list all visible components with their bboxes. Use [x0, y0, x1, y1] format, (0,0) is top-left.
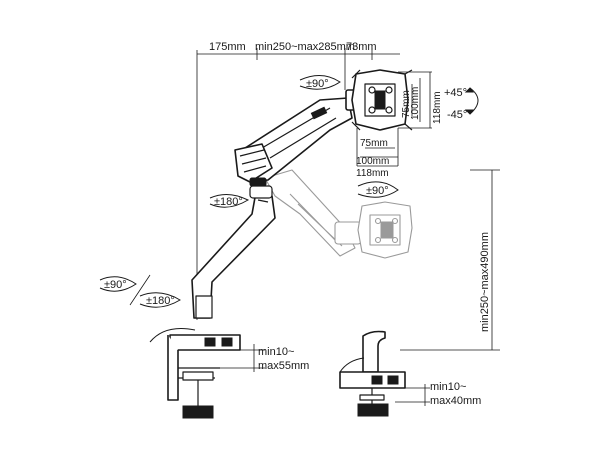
base-rotate-label: ±180°: [146, 295, 175, 307]
screen-rotate-label: ±90°: [366, 185, 389, 197]
vesa-v-100-label: 100mm: [410, 87, 421, 120]
vesa-vertical-dimensions: 75mm 100mm 118mm: [398, 71, 443, 129]
height-range-dimension: min250~max490mm: [400, 169, 500, 351]
vesa-h-118-label: 118mm: [356, 168, 389, 179]
grommet-mount: min10~ max40mm: [339, 330, 481, 417]
arm-rotate-indicator: ±180°: [209, 194, 250, 208]
base-swivel-label: ±90°: [104, 279, 127, 291]
arm-reach-label: min250~max285mm: [255, 41, 355, 53]
arm-rotate-label: ±180°: [214, 196, 243, 208]
screen-rotate-indicator: ±90°: [357, 181, 399, 198]
clamp-min-label: min10~: [258, 346, 294, 358]
base-rotation-indicators: ±90° ±180°: [99, 274, 181, 308]
upper-arm: [234, 97, 353, 187]
top-offset-label: 175mm: [209, 41, 246, 53]
height-range-label: min250~max490mm: [479, 232, 491, 332]
vesa-head-top: [345, 69, 413, 131]
lower-arm: [191, 185, 276, 319]
grommet-min-label: min10~: [430, 381, 466, 393]
top-dimension-line: 175mm min250~max285mm 73mm: [196, 41, 400, 320]
clamp-max-label: max55mm: [258, 360, 309, 372]
vesa-horizontal-dimensions: 75mm 100mm 118mm: [356, 128, 399, 179]
vesa-v-75-label: 75mm: [401, 90, 412, 118]
tilt-indicator: +45° -45°: [444, 87, 479, 121]
head-depth-label: 73mm: [346, 41, 377, 53]
tilt-up-label: +45°: [444, 87, 467, 99]
vesa-h-75-label: 75mm: [360, 138, 388, 149]
vesa-v-118-label: 118mm: [432, 91, 443, 124]
vesa-h-100-label: 100mm: [356, 156, 389, 167]
ghost-arm-position: [264, 169, 413, 259]
head-swivel-indicator: ±90°: [299, 75, 341, 90]
grommet-max-label: max40mm: [430, 395, 481, 407]
head-swivel-label: ±90°: [306, 78, 329, 90]
clamp-mount: min10~ max55mm: [149, 328, 309, 419]
tilt-down-label: -45°: [447, 109, 467, 121]
